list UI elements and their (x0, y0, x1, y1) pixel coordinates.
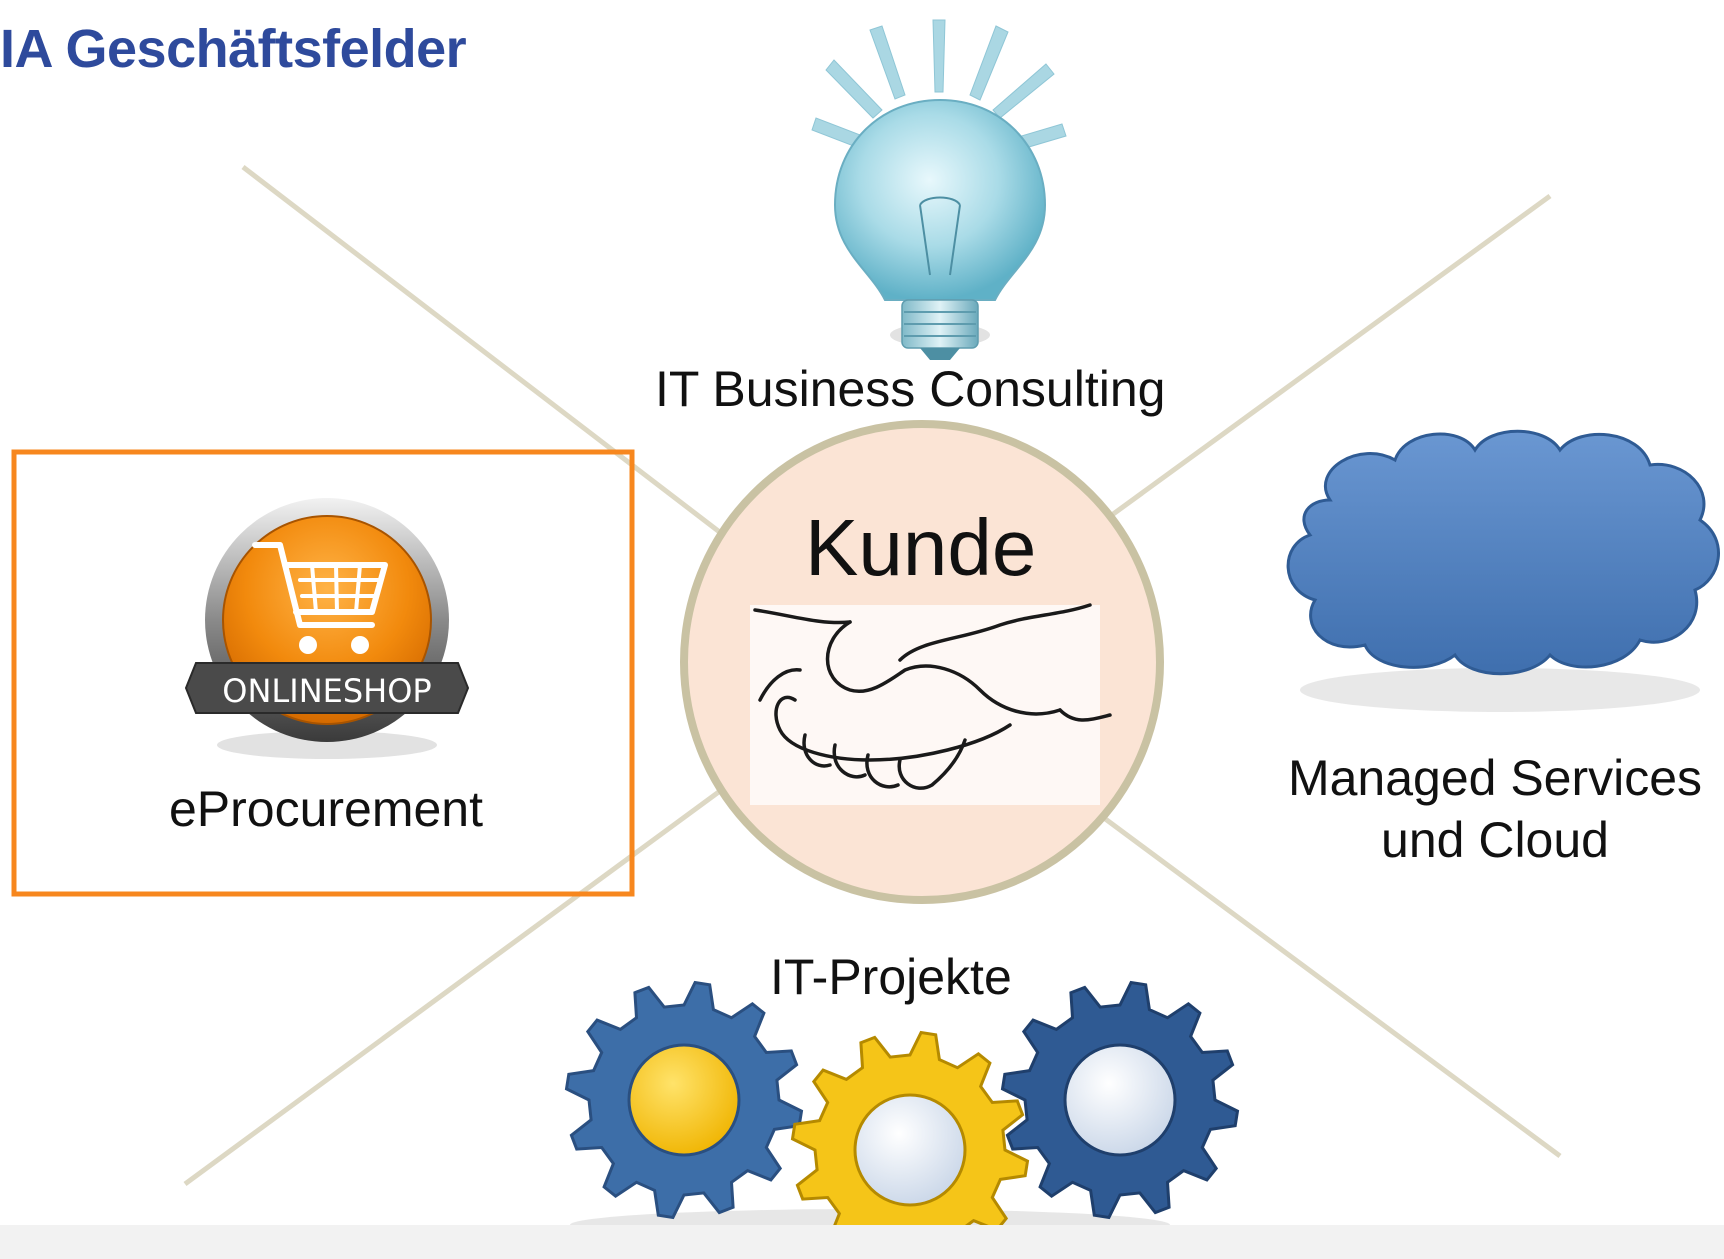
connector-line-top-right (1103, 193, 1552, 523)
segment-label-managed-line1: Managed Services (1287, 750, 1703, 806)
handshake-icon (750, 603, 1112, 805)
lightbulb-icon (811, 19, 1067, 360)
center-label: Kunde (805, 503, 1037, 592)
gear-left (564, 980, 804, 1220)
highlight-box (11, 449, 635, 897)
shopping-cart-icon (252, 542, 388, 628)
segment-label-eprocurement: eProcurement (168, 781, 484, 837)
gear-right-hub (1063, 1043, 1177, 1157)
connector-line-bottom-left (183, 777, 737, 1187)
segment-label-managed-services: Managed Services und Cloud (1250, 747, 1724, 871)
badge-text: ONLINESHOP (222, 672, 431, 710)
gear-left-hub (627, 1043, 741, 1157)
gears-icon (564, 980, 1240, 1259)
segment-label-consulting: IT Business Consulting (655, 361, 1166, 417)
connector-lines (183, 165, 1562, 1187)
page-title: IA Geschäftsfelder (0, 19, 467, 79)
connector-line-top-left (241, 165, 732, 542)
footer-bar (0, 1225, 1724, 1259)
onlineshop-badge: ONLINESHOP (184, 498, 470, 759)
segment-label-projekte: IT-Projekte (770, 949, 1012, 1005)
segment-label-managed-line2: und Cloud (1381, 812, 1609, 868)
gear-middle (790, 1030, 1030, 1259)
gear-right (1000, 980, 1240, 1220)
gear-middle-hub (853, 1093, 967, 1207)
cloud-icon (1286, 429, 1720, 712)
connector-line-bottom-right (1098, 812, 1562, 1159)
